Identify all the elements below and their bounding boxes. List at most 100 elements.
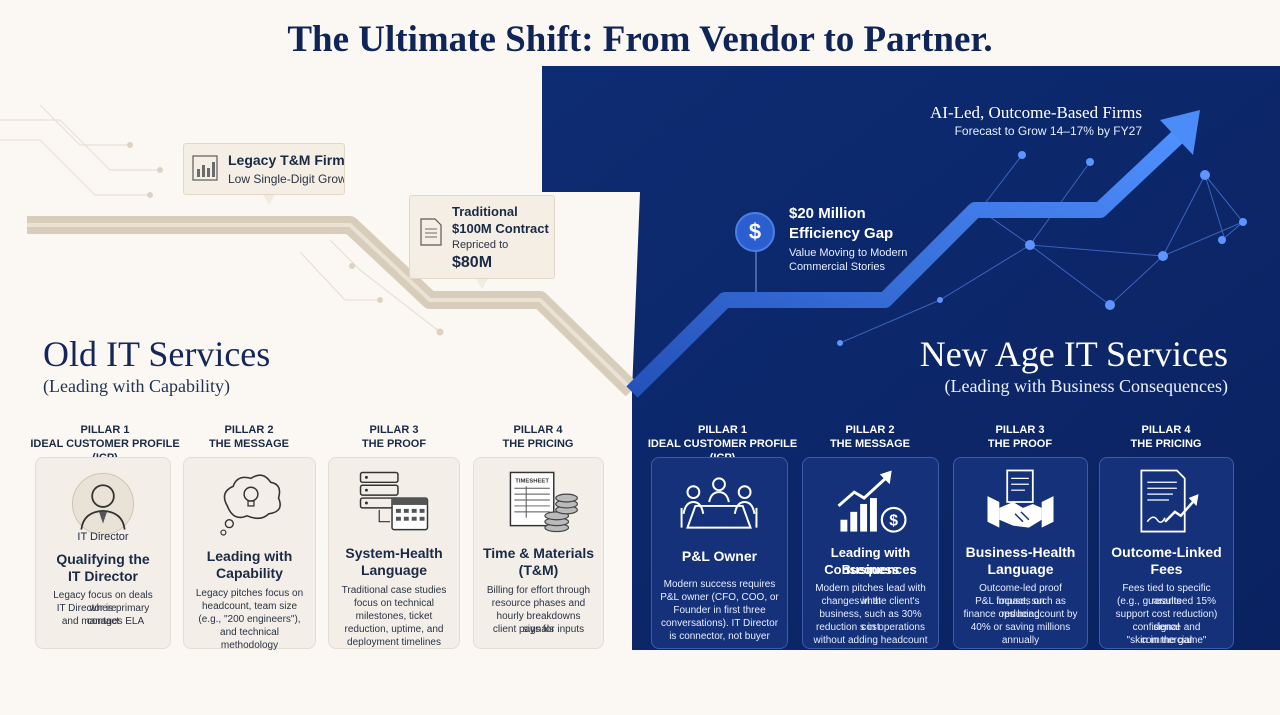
new-pillar-1-card: P&L Owner Modern success requires P&L ow… <box>651 457 788 649</box>
traditional-line4: $80M <box>452 254 493 271</box>
old-pillar-1-title-line1: Qualifying the <box>56 551 150 567</box>
new-heading: New Age IT Services <box>919 334 1228 374</box>
old-pillar-3-desc-3: milestones, ticket <box>355 611 433 622</box>
ai-title: AI-Led, Outcome-Based Firms <box>930 103 1142 122</box>
old-pillar-2-desc-3: (e.g., "200 engineers"), <box>198 614 301 625</box>
new-pillar-3-title-line2: Language <box>987 561 1054 577</box>
meeting-table-icon <box>680 477 758 529</box>
timesheet-coins-icon: TIMESHEET <box>509 471 578 533</box>
new-pillar-2-desc-2: changes in the client's <box>821 596 920 607</box>
new-pillar-2-card: $ Leading with Business Consequences Mod… <box>802 457 939 649</box>
old-heading: Old IT Services <box>43 334 271 374</box>
new-pillar-4-desc-1: Fees tied to specific results <box>1122 583 1211 607</box>
new-pillar-4-card: Outcome-Linked Fees Fees tied to specifi… <box>1099 457 1234 649</box>
new-pillar-3-title-line1: Business-Health <box>965 544 1076 560</box>
person-icon <box>71 472 135 536</box>
server-calendar-icon <box>359 471 429 531</box>
new-pillar-4-title-line1: Outcome-Linked <box>1111 544 1222 560</box>
old-pillar-1-desc-1: Legacy focus on deals where <box>53 590 153 614</box>
new-pillar-1-desc-4: conversations). IT Director <box>660 618 779 629</box>
old-pillar-3-title-line2: Language <box>360 562 428 578</box>
old-pillar-4-desc-2: resource phases and <box>491 598 586 609</box>
new-pillar-1-title-line1: P&L Owner <box>681 548 758 564</box>
traditional-line3: Repriced to <box>452 239 509 251</box>
new-pillar-2-desc-3: business, such as 30% cost <box>819 609 922 633</box>
old-pillar-2-desc-1: Legacy pitches focus on <box>195 588 304 599</box>
timesheet-label: TIMESHEET <box>515 478 549 484</box>
old-pillar-3-desc-5: deployment timelines <box>347 637 441 648</box>
old-pillar-2-title-line1: Leading with <box>206 548 293 564</box>
gap-title-line2: Efficiency Gap <box>789 225 894 242</box>
old-pillar-1-desc-2: IT Director is primary contact <box>56 603 150 627</box>
old-pillar-3-desc-2: focus on technical <box>353 598 435 609</box>
growth-arrow <box>626 124 1191 398</box>
old-pillar-1-card: IT Director Qualifying the IT Director L… <box>35 457 171 649</box>
new-pillar-3-desc-1: Outcome-led proof focuses on <box>979 583 1062 607</box>
new-pillar-4-title-line2: Fees <box>1150 561 1183 577</box>
old-pillar-3-card: System-Health Language Traditional case … <box>328 457 460 649</box>
old-pillar-4-desc-1: Billing for effort through <box>486 585 591 596</box>
legacy-title: Legacy T&M Firms <box>228 152 345 168</box>
arrow-head <box>1160 110 1200 155</box>
page-title: The Ultimate Shift: From Vendor to Partn… <box>287 19 993 60</box>
old-subheading: (Leading with Capability) <box>43 376 230 396</box>
new-subheading: (Leading with Business Consequences) <box>944 376 1228 396</box>
bar-chart-icon <box>192 155 218 181</box>
old-pillar-3-title-line1: System-Health <box>345 545 443 561</box>
old-pillar-2-desc-4: and technical methodology <box>220 627 279 651</box>
document-icon <box>420 218 442 246</box>
old-pillar-2-desc-2: headcount, team size <box>201 601 298 612</box>
legacy-subtitle: Low Single-Digit Growth <box>228 172 345 186</box>
old-pillar-4-desc-4: client pays for inputs <box>492 624 585 635</box>
new-pillar-3-card: Business-Health Language Outcome-led pro… <box>953 457 1088 649</box>
new-pillar-3-desc-5: annually <box>1001 635 1040 646</box>
new-pillar-2-title-line1: Leading with Business <box>830 545 911 577</box>
old-pillar-4-card: TIMESHEET Time & Materials (T&M) Billing… <box>473 457 604 649</box>
new-pillar-3-desc-2: P&L impact, such as reducing <box>975 596 1066 620</box>
traditional-line2: $100M Contract <box>452 221 549 236</box>
gap-sub-line2: Commercial Stories <box>789 261 885 273</box>
new-pillar-2-desc-1: Modern pitches lead with what <box>815 583 926 607</box>
gap-badge-icon: $ <box>735 212 775 252</box>
gap-sub-line1: Value Moving to Modern <box>789 247 908 259</box>
old-pillar-2-title-line2: Capability <box>216 565 283 581</box>
old-pillar-1-title-line2: IT Director <box>67 568 138 584</box>
old-pillar-3-desc-1: Traditional case studies <box>341 585 447 596</box>
new-pillar-2-title-line2: Consequences <box>824 562 917 577</box>
new-pillar-4-desc-2: (e.g., guaranteed 15% <box>1117 596 1216 607</box>
new-pillar-3-desc-4: 40% or saving millions <box>970 622 1071 633</box>
new-pillar-1-desc-1: Modern success requires <box>663 579 776 590</box>
old-pillar-4-title-line2: (T&M) <box>518 562 559 578</box>
new-pillar-1-desc-5: is connector, not buyer <box>669 631 770 642</box>
new-pillar-3-desc-3: finance ops headcount by <box>963 609 1078 620</box>
old-pillar-4-title-line1: Time & Materials <box>482 545 594 561</box>
old-pillar-3-desc-4: reduction, uptime, and <box>344 624 444 635</box>
old-pillar-1-desc-3: and manages ELA <box>61 616 145 627</box>
new-pillar-2-desc-4: reduction s in operations <box>816 622 925 633</box>
old-pillar-1-caption: IT Director <box>77 531 129 543</box>
handshake-document-icon <box>987 469 1054 528</box>
new-pillar-4-desc-5: "skin in the game" <box>1126 635 1207 646</box>
growth-chart-dollar-icon: $ <box>837 470 907 533</box>
gap-title-line1: $20 Million <box>789 205 866 222</box>
new-pillar-1-desc-2: P&L owner (CFO, COO, or <box>660 592 779 603</box>
new-pillar-4-desc-3: support cost reduction) signal <box>1115 609 1218 633</box>
contract-growth-icon <box>1140 469 1199 533</box>
traditional-callout: Traditional $100M Contract Repriced to $… <box>409 195 555 279</box>
traditional-line1: Traditional <box>452 204 518 219</box>
thought-bubble-icon <box>220 474 281 536</box>
old-pillar-2-card: Leading with Capability Legacy pitches f… <box>183 457 316 651</box>
ai-subtitle: Forecast to Grow 14–17% by FY27 <box>954 124 1142 138</box>
new-pillar-4-desc-4: confidence and commercial <box>1132 622 1201 646</box>
legacy-callout: Legacy T&M Firms Low Single-Digit Growth <box>183 143 345 195</box>
new-pillar-1-desc-3: Founder in first three <box>673 605 766 616</box>
svg-text:$: $ <box>889 513 898 530</box>
new-pillar-2-desc-5: without adding headcount <box>813 635 928 646</box>
old-pillar-4-desc-3: hourly breakdowns signals <box>496 611 581 635</box>
